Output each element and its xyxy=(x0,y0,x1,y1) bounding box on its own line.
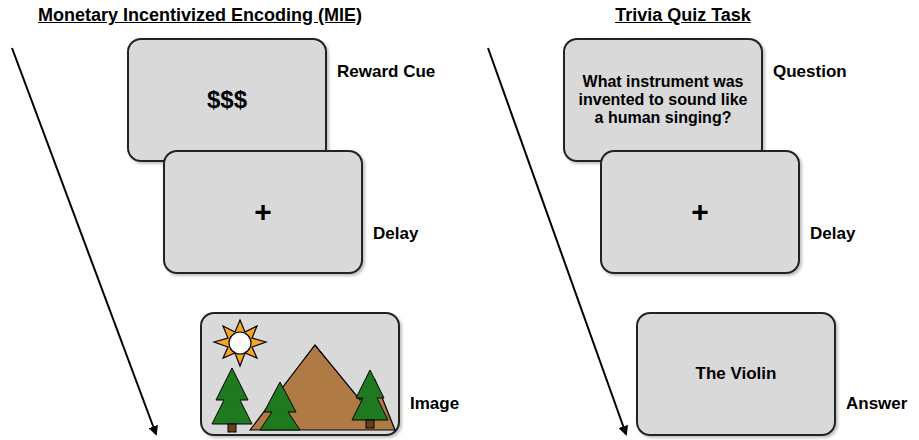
step-label: Reward Cue xyxy=(337,62,435,82)
panel-heading: Trivia Quiz Task xyxy=(615,5,751,26)
step-label: Image xyxy=(410,394,459,414)
panel-heading: Monetary Incentivized Encoding (MIE) xyxy=(38,5,362,26)
step-label: Delay xyxy=(810,224,855,244)
trial-card: $$$Reward Cue xyxy=(127,38,327,162)
card-text: + xyxy=(165,187,361,237)
trial-card: +Delay xyxy=(163,150,363,274)
card-text: What instrument was invented to sound li… xyxy=(565,65,761,135)
card-text: $$$ xyxy=(129,78,325,122)
trial-card: +Delay xyxy=(600,150,800,274)
trial-card: The ViolinAnswer xyxy=(636,312,836,436)
card-text: The Violin xyxy=(638,356,834,392)
step-label: Answer xyxy=(846,394,907,414)
step-label: Delay xyxy=(373,224,418,244)
step-label: Question xyxy=(773,62,847,82)
card-text: + xyxy=(602,187,798,237)
trial-card: Image xyxy=(200,312,400,436)
trial-card: What instrument was invented to sound li… xyxy=(563,38,763,162)
